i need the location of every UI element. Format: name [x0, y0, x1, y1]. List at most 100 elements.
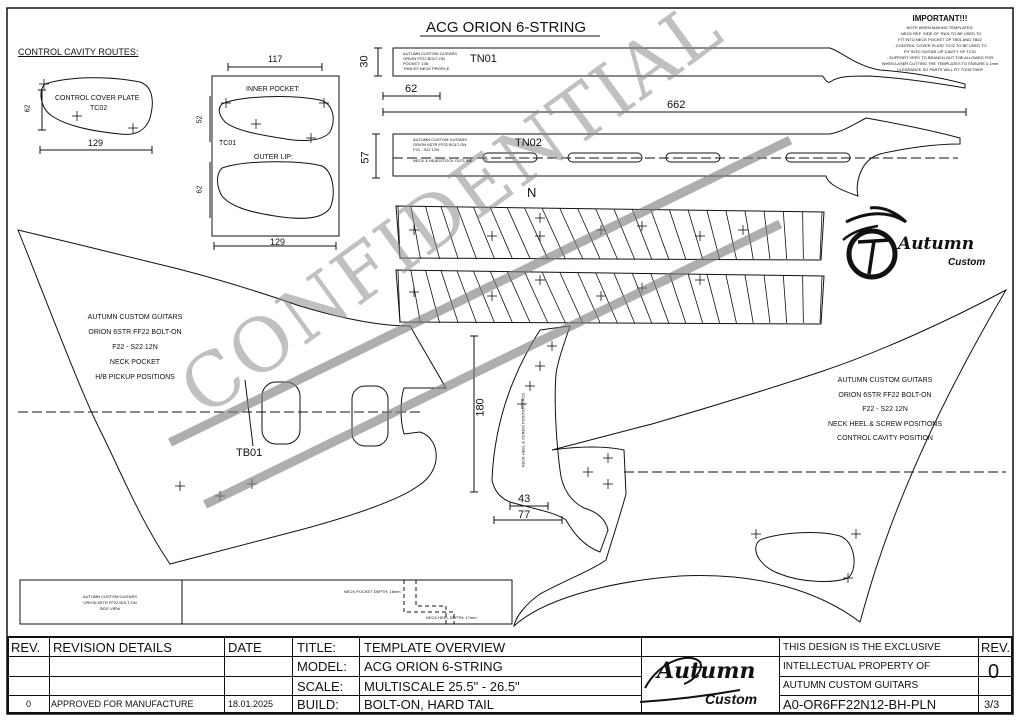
- tn02-small-line: ORION 6STR FF22 BOLT-ON: [413, 142, 467, 147]
- tn01-small-line: POCKET: 13N: [403, 61, 429, 66]
- rev-label-right: REV.: [981, 640, 1011, 655]
- cover-plate-dim-129: [39, 146, 153, 154]
- heel-dim-180-label: 180: [474, 398, 487, 417]
- title-block-row-line: [9, 676, 641, 677]
- fret-line: [410, 206, 421, 260]
- right-body-note-line: F22 - S22 12N: [862, 406, 908, 413]
- logo-word: Custom: [948, 257, 986, 268]
- fret-line: [669, 273, 687, 324]
- side-view-note-line: ORION 6STR FF22 BOLT-ON: [83, 600, 137, 605]
- tn01-label: TN01: [470, 53, 497, 65]
- tb01-notes: AUTUMN CUSTOM GUITARS ORION 6STR FF22 BO…: [70, 310, 200, 385]
- tn01-dim-30: [374, 47, 382, 77]
- tn02-small-line: F22 - S22 12N: [413, 147, 440, 152]
- fret-line: [456, 206, 477, 260]
- control-cover-plate-outline: [40, 77, 153, 135]
- scale-value: MULTISCALE 25.5" - 26.5": [364, 679, 520, 694]
- fret-line: [595, 272, 618, 324]
- cover-plate-code: TC02: [90, 105, 108, 112]
- title-block-row-line: [779, 695, 1011, 696]
- revision-details-header: REVISION DETAILS: [53, 640, 172, 655]
- autumn-custom-logo-emblem: [842, 206, 908, 280]
- cover-plate-label: CONTROL COVER PLATE: [55, 95, 140, 102]
- tc01-dim-117-label: 117: [268, 54, 283, 64]
- model-value: ACG ORION 6-STRING: [364, 659, 503, 674]
- right-body-note-line: NECK HEEL & SCREW POSITIONS: [827, 420, 943, 428]
- fret-line: [802, 275, 804, 324]
- cover-plate-dim-62: [38, 89, 46, 131]
- tn02-truss-slot: [665, 152, 721, 163]
- tn01-dim-30-label: 30: [358, 55, 371, 68]
- fret-line: [631, 273, 653, 324]
- title-label: TITLE:: [297, 640, 337, 655]
- tc01-template-frame: [211, 75, 340, 237]
- date-value: 18.01.2025: [228, 699, 274, 709]
- part-number: A0-OR6FF22N12-BH-PLN: [783, 697, 937, 712]
- side-view-heel-line: [415, 580, 447, 624]
- tn02-dim-57-label: 57: [359, 151, 372, 164]
- fret-line: [440, 206, 459, 260]
- heel-dim-43: [509, 502, 549, 510]
- right-body-note-line: CONTROL CAVITY POSITION: [837, 435, 933, 442]
- title-block-col-line: [641, 638, 642, 712]
- fret-line: [410, 270, 421, 324]
- model-label: MODEL:: [297, 659, 347, 674]
- tn02-small-text: AUTUMN CUSTOM GUITARS ORION 6STR FF22 BO…: [413, 137, 472, 163]
- side-view-frame: [19, 579, 513, 625]
- revision-details-value: APPROVED FOR MANUFACTURE: [51, 699, 194, 709]
- ip-notice-line: AUTUMN CUSTOM GUITARS: [783, 680, 919, 691]
- cover-plate-dim-62-label: 62: [24, 104, 32, 113]
- tb01-note-line: F22 - S22 12N: [112, 344, 158, 351]
- fret-line: [559, 208, 584, 260]
- important-line: CLEARANCE SO PARTS WILL FIT TOGETHER: [897, 67, 983, 72]
- tn01-small-line: AUTUMN CUSTOM GUITARS: [403, 51, 458, 56]
- title-block: REV. REVISION DETAILS DATE 0 APPROVED FO…: [7, 636, 1013, 714]
- fret-line: [473, 271, 496, 324]
- tn01-neck-profile: [392, 47, 966, 89]
- right-body-notes: AUTUMN CUSTOM GUITARS ORION 6STR FF22 BO…: [815, 374, 955, 447]
- fret-line: [687, 274, 704, 324]
- pocket-depth-note: NECK POCKET DEPTH: 16mm: [344, 589, 401, 594]
- fret-line: [397, 205, 401, 260]
- drawing-title: ACG ORION 6-STRING: [426, 19, 587, 36]
- important-line: FIT INTO NECK POCKET OF TB01 AND TB02: [898, 37, 982, 42]
- side-view-pocket-line: [403, 580, 455, 624]
- tc01-dim-52-label: 52: [196, 115, 204, 124]
- tn02-small-line: AUTUMN CUSTOM GUITARS: [413, 137, 468, 142]
- fret-line: [763, 275, 771, 324]
- fret-line: [524, 207, 549, 260]
- fret-line: [819, 275, 823, 324]
- title-block-row-line: [9, 695, 641, 696]
- important-line: - NECK REF. SIDE OF TN01 TO BE USED TO: [898, 31, 982, 36]
- right-body-control-cavity: [755, 532, 855, 582]
- heel-dim-77: [493, 516, 563, 524]
- right-body-note-line: ORION 6STR FF22 BOLT-ON: [838, 391, 932, 399]
- heel-dim-43-label: 43: [518, 493, 531, 505]
- fret-line: [440, 270, 459, 324]
- tn01-dim-662: [382, 108, 967, 116]
- right-body-note-line: AUTUMN CUSTOM GUITARS: [837, 377, 933, 384]
- tb01-note-line: NECK POCKET: [109, 359, 161, 366]
- heel-depth-note: NECK HEEL DEPTH: 17mm: [426, 615, 477, 620]
- important-line: - CONTROL COVER PLATE TC02 TO BE USED TO: [893, 43, 987, 48]
- control-cavity-heading: CONTROL CAVITY ROUTES:: [18, 47, 139, 57]
- outer-lip-label: OUTER LIP:: [254, 154, 293, 161]
- side-view-note-line: AUTUMN CUSTOM GUITARS: [82, 594, 138, 599]
- tn02-truss-slot: [785, 152, 851, 163]
- tb01-body-outline: [17, 229, 447, 565]
- fret-line: [425, 206, 441, 260]
- fret-line: [473, 207, 496, 260]
- ip-notice-line: INTELLECTUAL PROPERTY OF: [783, 661, 931, 672]
- fret-line: [802, 211, 804, 260]
- fret-line: [489, 207, 513, 260]
- fret-line: [744, 274, 754, 324]
- tn01-dim-62-label: 62: [405, 83, 418, 95]
- nut-marker-label: N: [527, 185, 537, 200]
- side-view-notes: AUTUMN CUSTOM GUITARS ORION 6STR FF22 BO…: [70, 594, 150, 612]
- build-value: BOLT-ON, HARD TAIL: [364, 697, 495, 712]
- title-block-col-line: [779, 638, 780, 712]
- date-header: DATE: [228, 640, 262, 655]
- title-block-logo-script: Autumn: [657, 658, 756, 684]
- side-view-note-line: SIDE VIEW: [99, 606, 121, 611]
- fret-line: [669, 209, 687, 260]
